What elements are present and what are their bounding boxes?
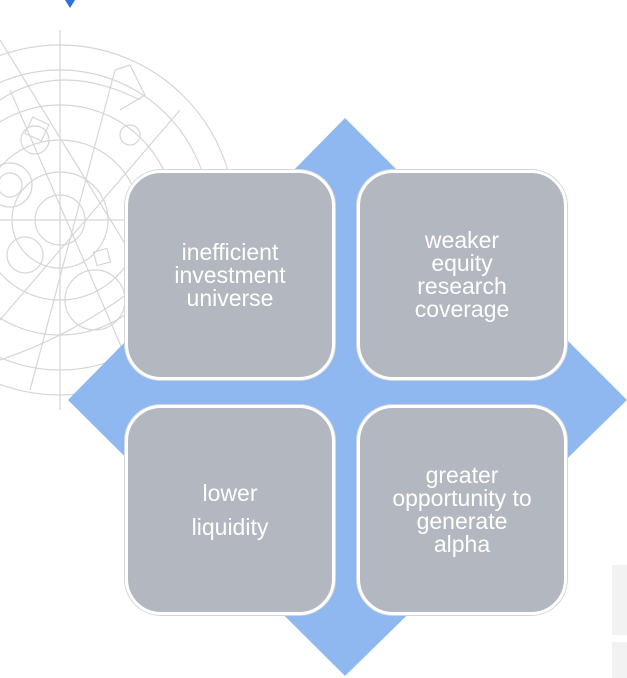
box-bottom-left: lower liquidity — [125, 405, 335, 615]
box-top-right-label: weaker equity research coverage — [414, 227, 510, 322]
box-bottom-left-label: lower liquidity — [191, 480, 269, 540]
side-panel-lower — [612, 642, 627, 678]
box-top-right: weaker equity research coverage — [357, 170, 567, 380]
box-top-left: inefficient investment universe — [125, 170, 335, 380]
side-panel-upper — [612, 565, 627, 635]
box-bottom-right: greater opportunity to generate alpha — [357, 405, 567, 615]
corner-mark-icon — [65, 0, 75, 8]
box-bottom-right-label: greater opportunity to generate alpha — [392, 462, 532, 557]
box-top-left-label: inefficient investment universe — [174, 238, 286, 311]
